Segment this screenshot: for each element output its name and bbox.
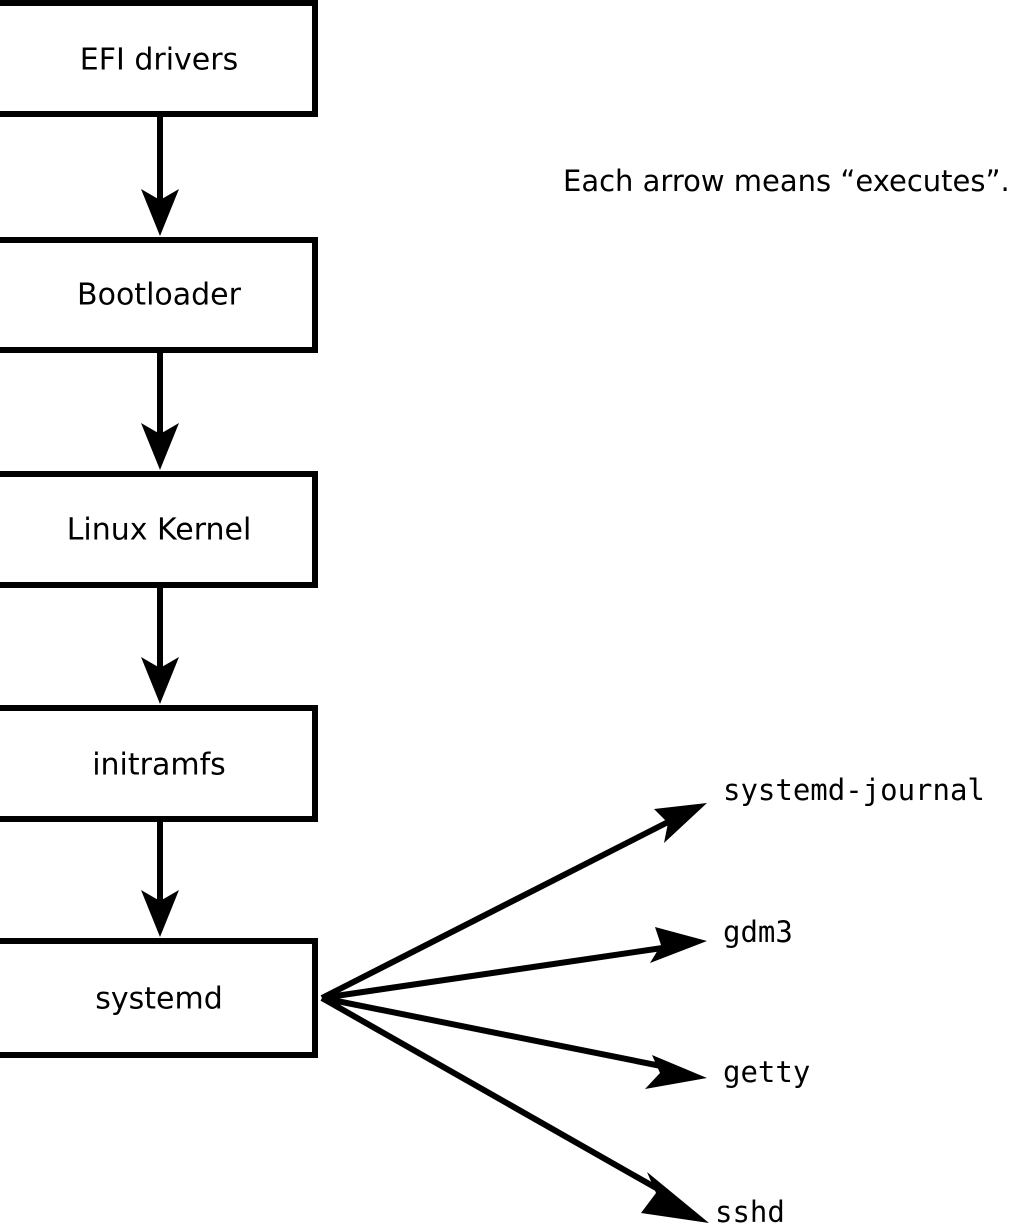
arrowhead-icon — [141, 423, 179, 470]
stage-box-label: initramfs — [92, 748, 226, 783]
stage-box-label: Linux Kernel — [67, 513, 252, 548]
arrowhead-icon — [645, 1055, 707, 1089]
arrowhead-icon — [641, 1172, 709, 1223]
chain-arrow-efi-to-bootloader — [141, 117, 179, 236]
stage-box-outline — [0, 938, 318, 1058]
stage-box-outline — [0, 705, 318, 822]
stage-box-label: EFI drivers — [80, 43, 238, 78]
fan-arrow-shaft — [321, 943, 677, 1001]
stage-box-systemd[interactable]: systemd — [0, 938, 318, 1058]
fan-arrow-shaft — [320, 995, 674, 1200]
fan-arrow-shaft — [320, 817, 674, 1001]
chain-arrow-initramfs-to-systemd — [141, 822, 179, 937]
stage-box-label: Bootloader — [77, 278, 242, 313]
fan-arrow-gdm3 — [321, 927, 707, 1001]
stage-box-outline — [0, 0, 318, 117]
stage-box-linux-kernel[interactable]: Linux Kernel — [0, 471, 318, 588]
stage-box-initramfs[interactable]: initramfs — [0, 705, 318, 822]
service-label-gdm3: gdm3 — [723, 915, 793, 949]
fan-arrow-sshd — [320, 995, 709, 1223]
arrowhead-icon — [654, 803, 707, 843]
fan-arrow-systemd-journal — [320, 803, 707, 1001]
arrowhead-icon — [141, 890, 179, 937]
arrowhead-icon — [141, 189, 179, 236]
service-label-sshd: sshd — [715, 1195, 785, 1229]
stage-box-outline — [0, 471, 318, 588]
stage-box-outline — [0, 237, 318, 353]
arrowhead-icon — [650, 927, 707, 963]
stage-box-bootloader[interactable]: Bootloader — [0, 237, 318, 353]
chain-arrow-bootloader-to-kernel — [141, 353, 179, 470]
chain-arrow-kernel-to-initramfs — [141, 588, 179, 704]
arrowhead-icon — [141, 657, 179, 704]
service-label-getty: getty — [723, 1055, 810, 1089]
fan-arrow-getty — [321, 995, 707, 1089]
stage-box-efi-drivers[interactable]: EFI drivers — [0, 0, 318, 117]
fan-arrow-shaft — [321, 995, 677, 1072]
service-label-systemd-journal: systemd-journal — [723, 773, 985, 807]
diagram-caption: Each arrow means “executes”. — [563, 164, 1010, 198]
stage-box-label: systemd — [95, 982, 223, 1017]
